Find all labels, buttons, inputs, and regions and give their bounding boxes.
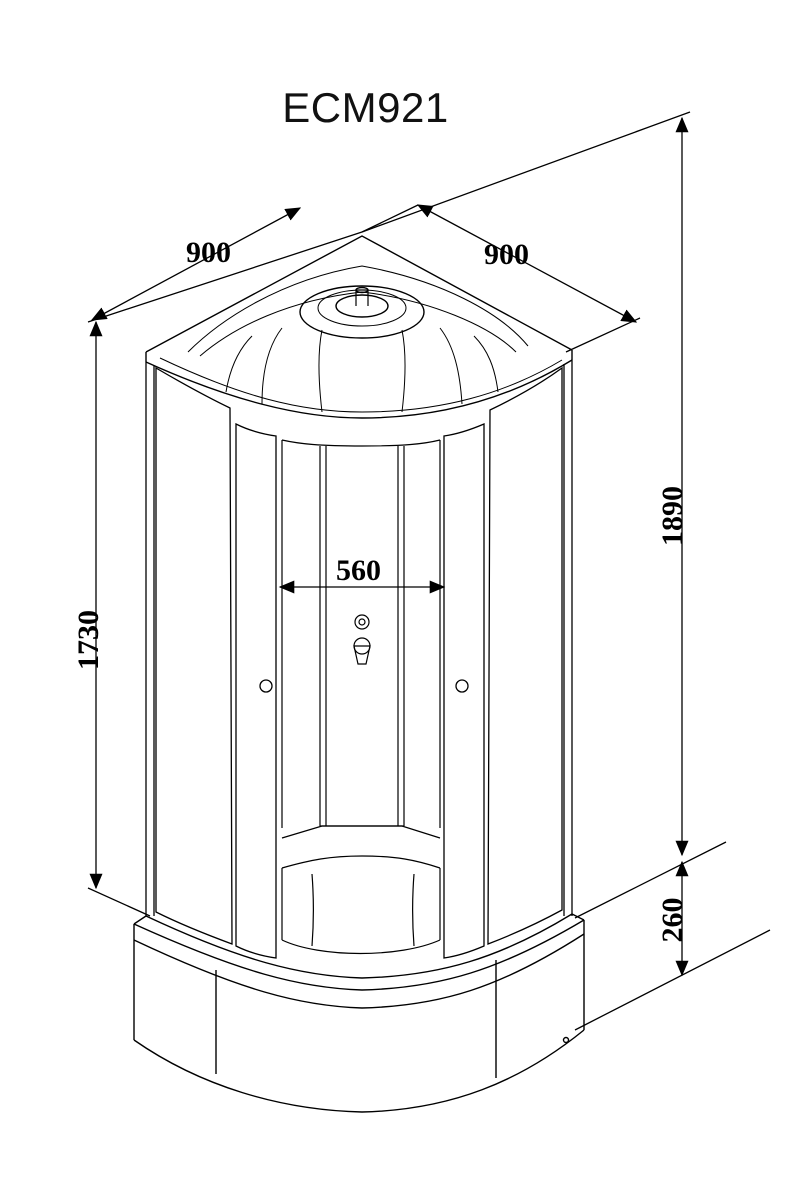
- mixer-valve-icon: [354, 614, 370, 630]
- extension-line-apex: [361, 204, 419, 233]
- drain-outlet-icon: [562, 1036, 570, 1044]
- sliding-door-right: [443, 423, 485, 959]
- extension-line-glass-bottom: [87, 887, 151, 917]
- dimension-label-width-right: 900: [484, 238, 529, 271]
- dimension-label-width-left: 900: [186, 236, 231, 269]
- cabin-roof: [145, 235, 573, 419]
- tray-rim: [133, 919, 585, 991]
- extension-line-right: [565, 317, 641, 353]
- ceiling-rain-shower-ring: [299, 285, 425, 339]
- dimension-lines: [87, 111, 771, 1031]
- sliding-doors: [235, 422, 485, 959]
- corner-seat: [281, 825, 441, 955]
- extension-line-top: [361, 111, 691, 233]
- extension-line-tray-top: [574, 841, 727, 919]
- roof-front-edge: [145, 359, 573, 419]
- shower-tray: [133, 913, 585, 1113]
- tray-bottom-edge: [133, 1029, 585, 1113]
- fixed-glass-panel-right: [487, 366, 563, 945]
- dimension-label-door-opening: 560: [336, 554, 381, 587]
- model-title: ECM921: [282, 84, 449, 131]
- sliding-door-left: [235, 422, 277, 959]
- dimension-arrow-width-right: [416, 204, 638, 323]
- door-handle-right-icon: [455, 679, 469, 693]
- cabin-frame: [145, 360, 573, 945]
- dimension-label-glass-height: 1730: [72, 610, 105, 670]
- ceiling-rain-shower-icon: [335, 294, 389, 318]
- extension-line-tray-bottom: [574, 929, 771, 1031]
- dimension-label-tray-height: 260: [656, 898, 689, 943]
- fixed-glass-panel-left: [155, 366, 233, 945]
- dimension-arrow-width-left: [90, 207, 302, 321]
- back-wall: [281, 439, 441, 828]
- roof-top-edge: [145, 235, 573, 353]
- dimension-label-total-height: 1890: [656, 486, 689, 546]
- door-handle-left-icon: [259, 679, 273, 693]
